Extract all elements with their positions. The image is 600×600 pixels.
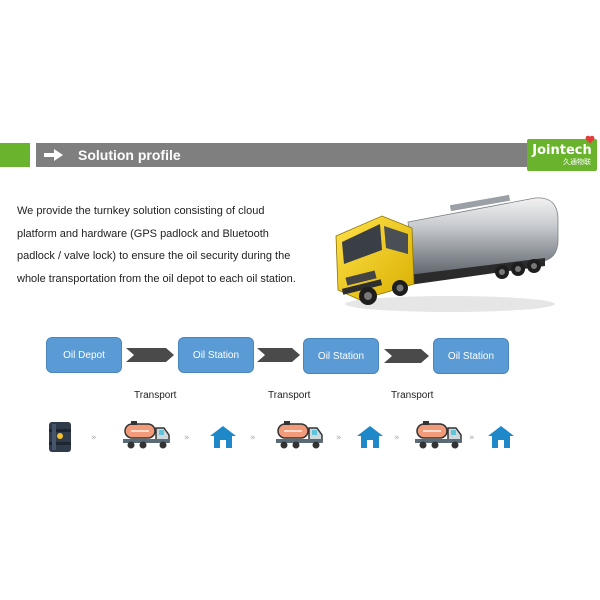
flow-node-oil-station: Oil Station — [303, 338, 379, 374]
house-icon — [488, 426, 514, 448]
transport-label: Transport — [391, 390, 434, 401]
chevron-right-icon: » — [394, 433, 400, 443]
page-title: Solution profile — [78, 147, 181, 163]
oil-barrel-icon — [49, 422, 71, 452]
section-header: Solution profile — [36, 143, 531, 167]
house-icon — [357, 426, 383, 448]
heart-icon — [585, 135, 595, 144]
flow-node-oil-depot: Oil Depot — [46, 337, 122, 373]
logo-name: Jointech — [532, 142, 592, 158]
arrow-right-icon — [44, 148, 66, 162]
flow-node-oil-station: Oil Station — [178, 337, 254, 373]
transport-label: Transport — [134, 390, 177, 401]
brand-logo: Jointech 久通物联 — [527, 135, 597, 171]
flow-arrow — [126, 348, 174, 362]
flow-node-oil-station: Oil Station — [433, 338, 509, 374]
tanker-truck-photo — [335, 194, 559, 312]
transport-label: Transport — [268, 390, 311, 401]
chevron-right-icon: » — [91, 433, 97, 443]
chevron-right-icon: » — [184, 433, 190, 443]
tanker-truck-icon — [276, 421, 323, 449]
chevron-right-icon: » — [250, 433, 256, 443]
tanker-truck-icon — [123, 421, 170, 449]
intro-paragraph: We provide the turnkey solution consisti… — [17, 205, 296, 285]
tanker-truck-icon — [415, 421, 462, 449]
flow-arrow — [257, 348, 300, 362]
flow-arrow — [384, 349, 429, 363]
header-accent-block — [0, 143, 30, 167]
chevron-right-icon: » — [336, 433, 342, 443]
chevron-right-icon: » — [469, 433, 475, 443]
house-icon — [210, 426, 236, 448]
logo-subtitle: 久通物联 — [563, 158, 591, 166]
